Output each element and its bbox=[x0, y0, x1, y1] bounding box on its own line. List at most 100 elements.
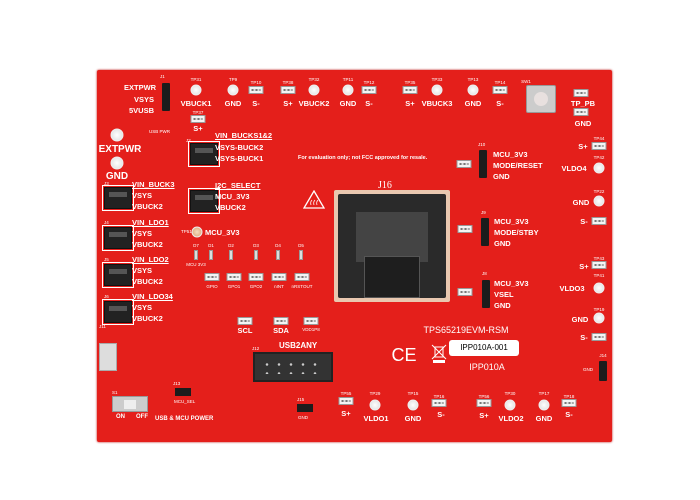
scl-test-header[interactable] bbox=[237, 317, 253, 325]
test-point-header[interactable] bbox=[457, 288, 473, 296]
tp-label: TP33 bbox=[431, 77, 443, 82]
led-d1 bbox=[209, 250, 213, 260]
s-minus-label: S- bbox=[580, 217, 588, 226]
j9-opt: GND bbox=[494, 239, 511, 248]
test-point-header[interactable] bbox=[402, 86, 418, 94]
j5-jumper[interactable] bbox=[102, 262, 134, 288]
test-point-header[interactable] bbox=[573, 89, 589, 97]
gpio-test-header[interactable] bbox=[204, 273, 220, 281]
test-point-header[interactable] bbox=[591, 142, 607, 150]
test-point-header[interactable] bbox=[431, 399, 447, 407]
test-point-header[interactable] bbox=[456, 160, 472, 168]
j1-opt: 5VUSB bbox=[129, 106, 155, 115]
j4-jumper[interactable] bbox=[102, 225, 134, 251]
test-point[interactable] bbox=[593, 195, 605, 207]
micro-usb-connector[interactable] bbox=[99, 343, 117, 371]
test-point-header[interactable] bbox=[476, 399, 492, 407]
led-label: D7 bbox=[193, 243, 199, 248]
tp-label: TP56 bbox=[478, 394, 490, 399]
ic-test-socket[interactable] bbox=[334, 190, 450, 302]
test-point-header[interactable] bbox=[190, 115, 206, 123]
test-point[interactable] bbox=[593, 312, 605, 324]
j6-opt: VBUCK2 bbox=[132, 314, 163, 323]
extpwr-test-point[interactable] bbox=[110, 128, 124, 142]
test-point[interactable] bbox=[431, 84, 443, 96]
j15-jumper[interactable] bbox=[297, 404, 313, 412]
gnd-test-point[interactable] bbox=[110, 156, 124, 170]
led-label: D2 bbox=[228, 243, 234, 248]
j6-opt: VSYS bbox=[132, 303, 153, 312]
test-point-header[interactable] bbox=[338, 397, 354, 405]
j13-jumper[interactable] bbox=[175, 388, 191, 396]
j6-jumper[interactable] bbox=[102, 299, 134, 325]
led-d3 bbox=[254, 250, 258, 260]
j8-jumper[interactable] bbox=[482, 280, 490, 308]
sw1-label: SW1 bbox=[521, 79, 531, 84]
tp-label: TP12 bbox=[363, 80, 375, 85]
test-point-header[interactable] bbox=[573, 108, 589, 116]
mcu-3v3-label: MCU_3V3 bbox=[205, 228, 240, 237]
test-point-header[interactable] bbox=[591, 217, 607, 225]
gpo1-test-header[interactable] bbox=[226, 273, 242, 281]
test-point-header[interactable] bbox=[248, 86, 264, 94]
test-point[interactable] bbox=[538, 399, 550, 411]
j9-jumper[interactable] bbox=[481, 218, 489, 246]
s-minus-label: S- bbox=[252, 99, 260, 108]
test-point[interactable] bbox=[342, 84, 354, 96]
nrstout-test-header[interactable] bbox=[294, 273, 310, 281]
j2-title: VIN_BUCKS1&2 bbox=[215, 131, 273, 140]
mcu-3v3-test-point[interactable] bbox=[191, 226, 203, 238]
test-point-header[interactable] bbox=[361, 86, 377, 94]
test-point-header[interactable] bbox=[561, 399, 577, 407]
j4-title: VIN_LDO1 bbox=[132, 218, 169, 227]
j1-jumper[interactable] bbox=[162, 83, 170, 111]
i2c-select-jumper[interactable] bbox=[188, 188, 220, 214]
test-point-header[interactable] bbox=[492, 86, 508, 94]
sda-test-header[interactable] bbox=[273, 317, 289, 325]
tp-label: TP55 bbox=[340, 391, 352, 396]
s-plus-label: S+ bbox=[579, 262, 589, 271]
vldo3-label: VLDO3 bbox=[559, 284, 585, 293]
nint-test-header[interactable] bbox=[271, 273, 287, 281]
test-point[interactable] bbox=[504, 399, 516, 411]
j8-opt: VSEL bbox=[494, 290, 514, 299]
test-point[interactable] bbox=[593, 162, 605, 174]
j11-ref: J11 bbox=[99, 324, 106, 329]
s-plus-label: S+ bbox=[193, 124, 203, 133]
gpo2-test-header[interactable] bbox=[248, 273, 264, 281]
test-point[interactable] bbox=[593, 282, 605, 294]
usb2any-connector-j12[interactable] bbox=[253, 352, 333, 382]
j6-title: VIN_LDO34 bbox=[132, 292, 173, 301]
j10-jumper[interactable] bbox=[479, 150, 487, 178]
j14-jumper[interactable] bbox=[599, 361, 607, 381]
gpo2-label: GPO2 bbox=[249, 284, 263, 289]
j8-opt: MCU_3V3 bbox=[494, 279, 529, 288]
scl-label: SCL bbox=[237, 326, 253, 335]
j3-jumper[interactable] bbox=[102, 185, 134, 211]
tp-label: TP51 bbox=[181, 229, 192, 234]
push-button-sw1[interactable] bbox=[526, 85, 556, 113]
board-title: TPS65219EVM-RSM bbox=[423, 325, 509, 335]
test-point-header[interactable] bbox=[457, 225, 473, 233]
j2-jumper[interactable] bbox=[188, 141, 220, 167]
power-switch-s1[interactable] bbox=[112, 396, 148, 412]
gnd-label: GND bbox=[572, 198, 590, 207]
board-part: IPP010A bbox=[469, 362, 505, 372]
test-point[interactable] bbox=[407, 399, 419, 411]
usb2any-label: USB2ANY bbox=[279, 341, 318, 350]
tp-label: TP44 bbox=[593, 136, 605, 141]
test-point-header[interactable] bbox=[280, 86, 296, 94]
j1-opt: EXTPWR bbox=[124, 83, 157, 92]
led-label: D3 bbox=[253, 243, 259, 248]
test-point[interactable] bbox=[467, 84, 479, 96]
test-point[interactable] bbox=[369, 399, 381, 411]
vdd1p8-test-header[interactable] bbox=[303, 317, 319, 325]
weee-bin-icon bbox=[431, 344, 447, 363]
test-point[interactable] bbox=[227, 84, 239, 96]
tp-label: TP18 bbox=[563, 394, 575, 399]
test-point-header[interactable] bbox=[591, 261, 607, 269]
test-point[interactable] bbox=[308, 84, 320, 96]
j14-ref: J14 bbox=[599, 353, 607, 358]
test-point-header[interactable] bbox=[591, 333, 607, 341]
test-point[interactable] bbox=[190, 84, 202, 96]
